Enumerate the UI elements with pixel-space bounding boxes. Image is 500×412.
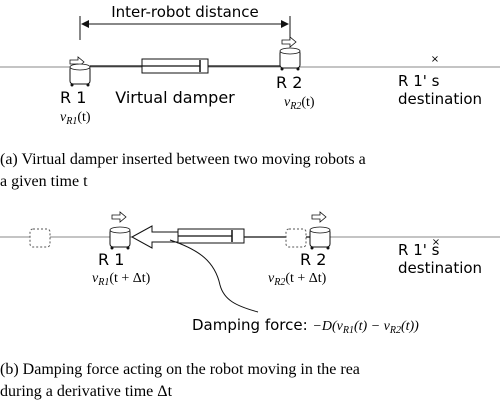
robot-1-label: R 1 [60, 88, 86, 107]
robot-2-ghost-icon [285, 228, 307, 248]
robot-2-velocity: vR2(t) [284, 95, 315, 112]
destination-label-b-line2: destination [398, 259, 482, 277]
distance-label: Inter-robot distance [111, 3, 259, 21]
robot-2-icon [279, 36, 301, 71]
robot-2-label-b: R 2 [300, 250, 326, 269]
caption-b-line2: during a derivative time Δt [0, 383, 173, 400]
robot-2-label: R 2 [276, 73, 302, 92]
destination-label-a-line2: destination [398, 90, 482, 108]
robot-1-icon [69, 56, 91, 87]
force-leader-line [169, 239, 259, 313]
destination-marker-b: × [432, 237, 440, 248]
robot-1-velocity-b: vR1(t + Δt) [92, 271, 151, 288]
caption-a-line2: a given time t [0, 173, 88, 190]
panel-b: R 1 vR1(t + Δt) R 2 vR2(t + Δt) × R 1' s… [0, 211, 500, 400]
robot-1-ghost-icon [29, 228, 51, 248]
robot-1-velocity: vR1(t) [60, 110, 91, 127]
caption-b-line1: (b) Damping force acting on the robot mo… [0, 361, 360, 378]
destination-label-a-line1: R 1' s [398, 72, 440, 90]
destination-label-b-line1: R 1' s [398, 241, 440, 259]
caption-a-line1: (a) Virtual damper inserted between two … [0, 151, 366, 168]
robot-2-icon-b [309, 211, 331, 250]
destination-marker-a: × [431, 54, 439, 65]
panel-a: Inter-robot distance R 1 vR1(t) Virtual … [0, 3, 500, 190]
robot-1-icon-b [109, 211, 131, 250]
damper-label: Virtual damper [115, 88, 235, 107]
robot-1-label-b: R 1 [98, 250, 124, 269]
damping-force-label: Damping force: −D(vR1(t) − vR2(t)) [192, 316, 419, 336]
robot-2-velocity-b: vR2(t + Δt) [268, 271, 327, 288]
